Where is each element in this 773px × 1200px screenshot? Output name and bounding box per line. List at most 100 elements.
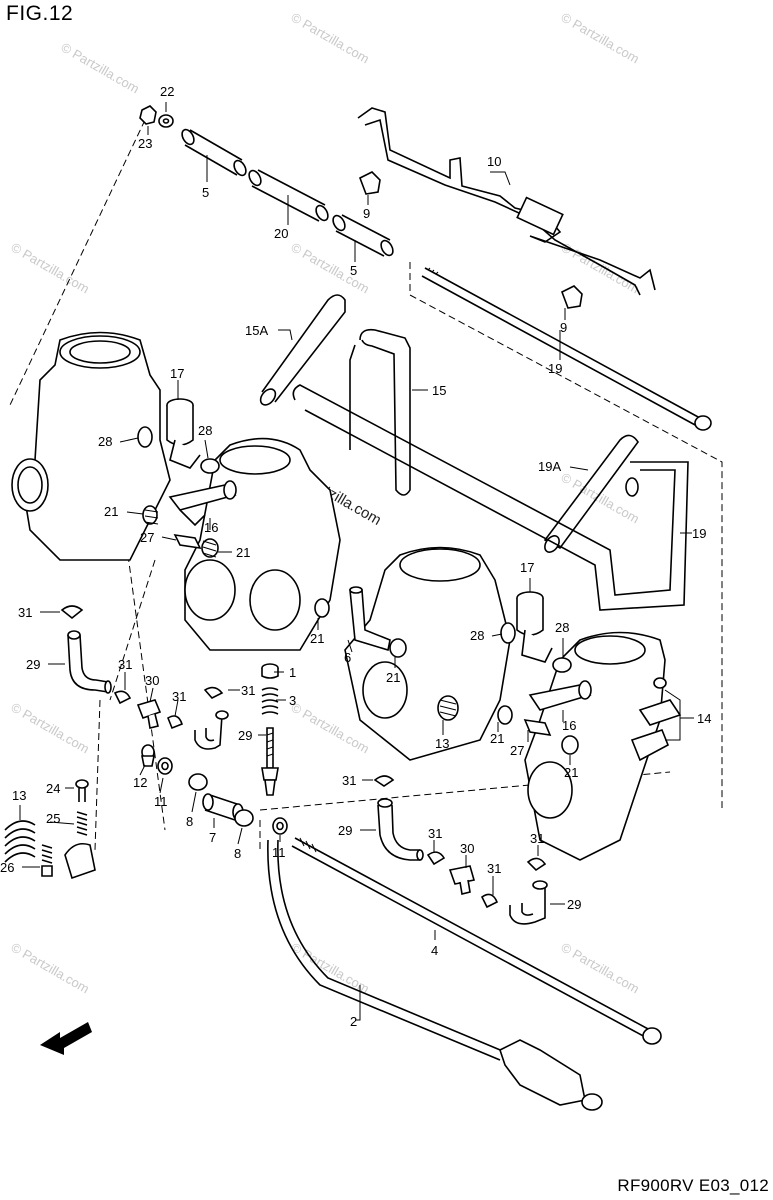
callout-14: 14 xyxy=(697,711,711,726)
callout-19A: 19A xyxy=(538,459,561,474)
callout-24: 24 xyxy=(46,781,60,796)
throttle-bracket-10 xyxy=(357,107,656,296)
nipple-21-center-b xyxy=(389,638,407,658)
callout-7: 7 xyxy=(209,830,216,845)
nipple-21-left-a xyxy=(142,505,159,525)
callout-11: 11 xyxy=(272,845,286,860)
nipple-21-right-b xyxy=(561,735,579,755)
callout-28: 28 xyxy=(198,423,212,438)
cable-4 xyxy=(291,837,662,1045)
watermark-text: © Partzilla.com xyxy=(289,940,372,997)
carburetor-3 xyxy=(344,546,511,761)
callout-31: 31 xyxy=(487,861,501,876)
callout-29: 29 xyxy=(338,823,352,838)
callout-25: 25 xyxy=(46,811,60,826)
fitting-16-left xyxy=(168,480,237,527)
spring-3 xyxy=(261,687,279,715)
clamp-31-f xyxy=(426,851,446,866)
o-ring-28-left-a xyxy=(137,426,153,448)
callout-19: 19 xyxy=(548,361,562,376)
callout-28: 28 xyxy=(470,628,484,643)
callout-27: 27 xyxy=(510,743,524,758)
callout-17: 17 xyxy=(170,366,184,381)
callout-5: 5 xyxy=(350,263,357,278)
callout-17: 17 xyxy=(520,560,534,575)
callout-29: 29 xyxy=(238,728,252,743)
callout-30: 30 xyxy=(145,673,159,688)
callout-11: 11 xyxy=(154,794,168,809)
clamp-31-e xyxy=(373,775,395,787)
callout-23: 23 xyxy=(138,136,152,151)
leader-lines xyxy=(19,102,694,1021)
fitting-17-left xyxy=(166,398,201,469)
cap-8-right xyxy=(234,809,254,827)
fitting-17-right xyxy=(516,591,553,663)
hose-20 xyxy=(248,169,329,222)
clamp-31-h xyxy=(526,857,547,872)
hose-29-d xyxy=(509,880,548,925)
o-ring-28-left-b xyxy=(200,458,220,474)
screw-24 xyxy=(75,779,89,802)
carburetor-1 xyxy=(11,331,171,561)
callout-31: 31 xyxy=(530,831,544,846)
callout-31: 31 xyxy=(172,689,186,704)
watermark-text: © Partzilla.com xyxy=(289,240,372,297)
hose-15A xyxy=(259,294,346,406)
callout-21: 21 xyxy=(386,670,400,685)
callout-28: 28 xyxy=(555,620,569,635)
callout-21: 21 xyxy=(236,545,250,560)
callout-29: 29 xyxy=(567,897,581,912)
callout-labels: 22 23 5 20 5 10 9 9 19 15A 15 17 28 28 1… xyxy=(0,84,711,1029)
callout-12: 12 xyxy=(133,775,147,790)
callout-21: 21 xyxy=(104,504,118,519)
tee-30-a xyxy=(136,699,162,729)
t-fitting-6 xyxy=(349,586,391,652)
callout-20: 20 xyxy=(274,226,288,241)
callout-21: 21 xyxy=(310,631,324,646)
clamp-31-c xyxy=(167,715,183,730)
callout-21: 21 xyxy=(490,731,504,746)
callout-13: 13 xyxy=(435,736,449,751)
callout-31: 31 xyxy=(241,683,255,698)
hose-29-a xyxy=(67,630,112,694)
clamp-31-a xyxy=(60,605,84,620)
spring-25 xyxy=(76,811,88,836)
o-ring-28-right-b xyxy=(552,657,572,673)
hose-5-lower xyxy=(332,214,394,257)
callout-2: 2 xyxy=(350,1014,357,1029)
nipple-21-center-a xyxy=(314,598,330,618)
fitting-16-right xyxy=(528,680,592,711)
clip-9-lower xyxy=(560,285,583,309)
callout-10: 10 xyxy=(487,154,501,169)
clip-9-upper xyxy=(358,171,381,195)
rod-29-center xyxy=(261,727,279,796)
screw-13-carb xyxy=(437,695,459,721)
plug-12 xyxy=(141,744,155,767)
body-26-part xyxy=(64,842,96,880)
callout-15A: 15A xyxy=(245,323,268,338)
washer-11-right xyxy=(272,817,288,835)
callout-5: 5 xyxy=(202,185,209,200)
o-ring-28-right-a xyxy=(500,622,516,644)
callout-27: 27 xyxy=(140,530,154,545)
cap-1 xyxy=(261,663,279,679)
tee-30-b xyxy=(448,865,476,895)
bracket-14 xyxy=(630,677,682,762)
callout-22: 22 xyxy=(160,84,174,99)
nipple-21-left-b xyxy=(201,538,219,558)
hose-15 xyxy=(349,328,411,496)
callout-28: 28 xyxy=(98,434,112,449)
cable-2 xyxy=(267,839,603,1111)
nut-23 xyxy=(139,105,157,125)
callout-15: 15 xyxy=(432,383,446,398)
watermark-text: © Partzilla.com xyxy=(559,10,642,67)
nipple-21-right-a xyxy=(497,705,513,725)
callout-9: 9 xyxy=(560,320,567,335)
figure-title: FIG.12 xyxy=(6,2,74,25)
callout-13: 13 xyxy=(12,788,26,803)
hose-29-b xyxy=(194,710,229,750)
fitting-27-left xyxy=(173,533,202,550)
washer-11-left xyxy=(157,757,173,775)
callout-29: 29 xyxy=(26,657,40,672)
